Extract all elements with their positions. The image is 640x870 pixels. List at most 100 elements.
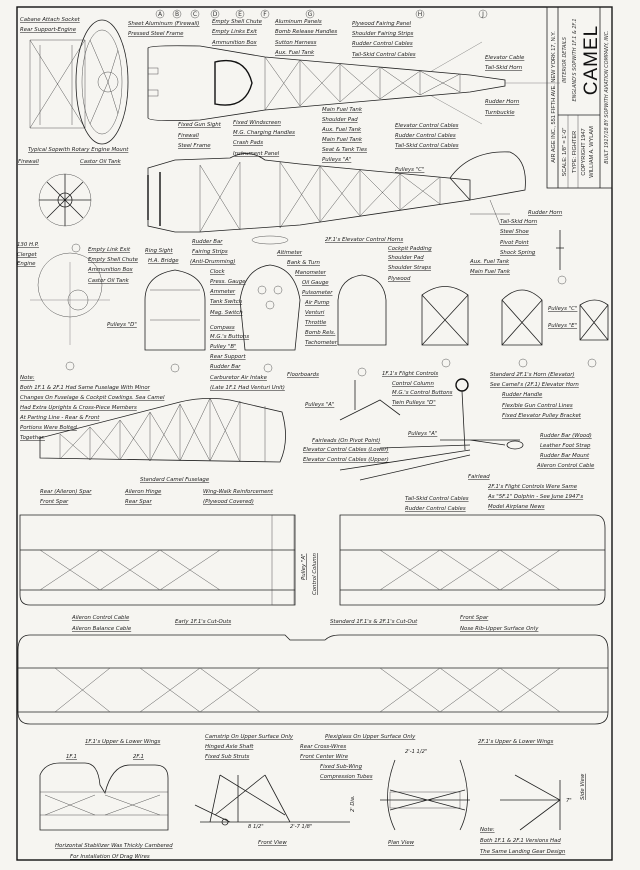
builder: BUILT 1917/18 BY SOPWITH AVIATION COMPAN… — [604, 30, 610, 163]
label: Front Spar — [460, 615, 489, 621]
lower-wing — [17, 634, 609, 725]
label: M.G. Charging Handles — [233, 130, 295, 136]
label: Front Spar — [40, 499, 69, 505]
note-line: At Parting Line - Rear & Front — [19, 415, 100, 421]
label: Shoulder Pad — [388, 255, 424, 261]
label: Fairlead — [468, 474, 490, 480]
dimension: 2'-7 1/8" — [290, 824, 312, 830]
label: Aileron Control Cable — [536, 463, 595, 469]
label: Rudder Control Cables — [405, 506, 466, 512]
label: Sheet Aluminum (Firewall) — [128, 21, 200, 27]
label: Shoulder Pad — [322, 117, 358, 123]
label: M.G.'s Control Buttons — [392, 390, 453, 396]
label: Empty Shell Chute — [88, 257, 139, 263]
label: Pulleys "C" — [395, 167, 424, 173]
label: Rear Support-Engine — [20, 27, 77, 33]
top-view-fuselage — [147, 41, 560, 125]
label: Rudder Horn — [485, 99, 520, 105]
label: Fixed Windscreen — [233, 120, 282, 126]
label: Horizontal Stabilizer Was Thickly Camber… — [55, 843, 173, 849]
label: Aileron Balance Cable — [71, 626, 132, 632]
label: Front Center Wire — [300, 754, 349, 760]
label: Bomb Rels. — [305, 330, 335, 336]
label: Altimeter — [276, 250, 303, 256]
label: Cockpit Padding — [388, 246, 432, 252]
label: M.G.'s Buttons — [210, 334, 249, 340]
section-letter: F — [263, 11, 267, 18]
label: Bank & Turn — [287, 260, 321, 266]
label: H.A. Bridge — [148, 258, 179, 264]
note-line: Both 1F.1 & 2F.1 Had Same Fuselage With … — [20, 385, 151, 391]
title-block: AIR AGE INC., 551 FIFTH AVE. NEW YORK 17… — [546, 6, 613, 189]
label: See Camel's (2F.1) Elevator Horn — [490, 382, 579, 388]
label: Pulleys "A" — [408, 431, 437, 437]
section-letter: H — [418, 11, 423, 18]
note-line: Note: — [20, 375, 35, 381]
label: Clock — [210, 269, 226, 275]
label: Rudder Bar — [210, 364, 241, 370]
label: Front View — [258, 840, 287, 846]
label: Camstrip On Upper Surface Only — [205, 734, 294, 740]
section-letter: J — [481, 11, 484, 18]
engine-mount-drawing — [29, 19, 129, 145]
note-line: Changes On Fuselage & Cockpit Cowlings. … — [20, 395, 165, 401]
label: Pressed Steel Frame — [128, 31, 184, 37]
label: Plan View — [388, 840, 415, 846]
label: Empty Link Exit — [88, 247, 131, 253]
label: Fixed Sub-Wing — [320, 764, 363, 770]
label: Rear (Aileron) Spar — [40, 489, 92, 495]
label: Hinged Axle Shaft — [205, 744, 254, 750]
label: Clerget — [17, 252, 38, 258]
horizontal-stabilizer — [39, 762, 169, 831]
stabilizer-labels: 1F.1 2F.1 Horizontal Stabilizer Was Thic… — [55, 754, 173, 860]
label: Both 1F.1 & 2F.1 Versions Had — [480, 838, 561, 844]
label: Side View — [580, 773, 586, 800]
label: 1F.1's Flight Controls — [382, 371, 438, 377]
standard-fuselage-drawing — [39, 397, 286, 463]
label: Shoulder Straps — [388, 265, 431, 271]
label: Engine — [17, 261, 36, 267]
label: Ammeter — [209, 289, 236, 295]
section-letter: G — [308, 11, 313, 18]
label: Main Fuel Tank — [322, 107, 363, 113]
label: Tail-Skid Control Cables — [395, 143, 459, 149]
label: Turnbuckle — [485, 110, 515, 116]
label: Instrument Panel — [233, 151, 280, 157]
label: Plexiglass On Upper Surface Only — [325, 734, 416, 740]
author: WILLIAM A. WYLAM — [589, 126, 595, 178]
landing-gear — [194, 759, 561, 831]
flight-controls-labels: 1F.1's Flight Controls Control Column M.… — [303, 371, 595, 512]
label: Press. Gauge — [210, 279, 246, 285]
label: Elevator Control Cables (Lower) — [303, 447, 389, 453]
label: Rudder Bar Mount — [540, 453, 590, 459]
label: Fairing Strips — [192, 249, 228, 255]
side-view-labels: Fixed Gun Sight Firewall Steel Frame Fix… — [17, 107, 563, 267]
label: Air Pump — [304, 300, 330, 306]
label: Tail-Skid Horn — [485, 65, 523, 71]
label: Pulley "B" — [210, 344, 237, 350]
label: Rear Spar — [125, 499, 152, 505]
top-view-labels: Empty Shell Chute Empty Links Exit Ammun… — [211, 19, 525, 116]
label: Elevator Control Cables (Upper) — [303, 457, 389, 463]
label: Elevator Control Cables — [395, 123, 459, 129]
landing-gear-labels: Hinged Axle Shaft Fixed Sub Struts Rear … — [205, 744, 586, 855]
label: Control Column — [312, 552, 318, 595]
label: Steel Frame — [178, 143, 211, 149]
label: Rudder Horn — [528, 210, 563, 216]
label: Ring Sight — [145, 248, 174, 254]
label: Leather Foot Strap — [540, 443, 591, 449]
label: Note: — [480, 827, 495, 833]
label: Control Column — [392, 381, 435, 387]
section-letter: E — [238, 11, 242, 18]
label: 2F.1's Flight Controls Were Same — [488, 484, 578, 490]
upper-wings — [19, 514, 606, 606]
label: 1F.1's Upper & Lower Wings — [85, 739, 161, 745]
label: 2F.1 — [133, 754, 144, 760]
note-line: Portions Were Bolted — [20, 425, 77, 431]
label: Tail-Skid Horn — [500, 219, 538, 225]
label: Cabane Attach Socket — [20, 17, 81, 23]
label: As "5F.1" Dolphin - See June 1947's — [487, 494, 583, 500]
label: Rear Cross-Wires — [300, 744, 346, 750]
section-letter: B — [175, 11, 179, 18]
label: Shock Spring — [500, 250, 536, 256]
